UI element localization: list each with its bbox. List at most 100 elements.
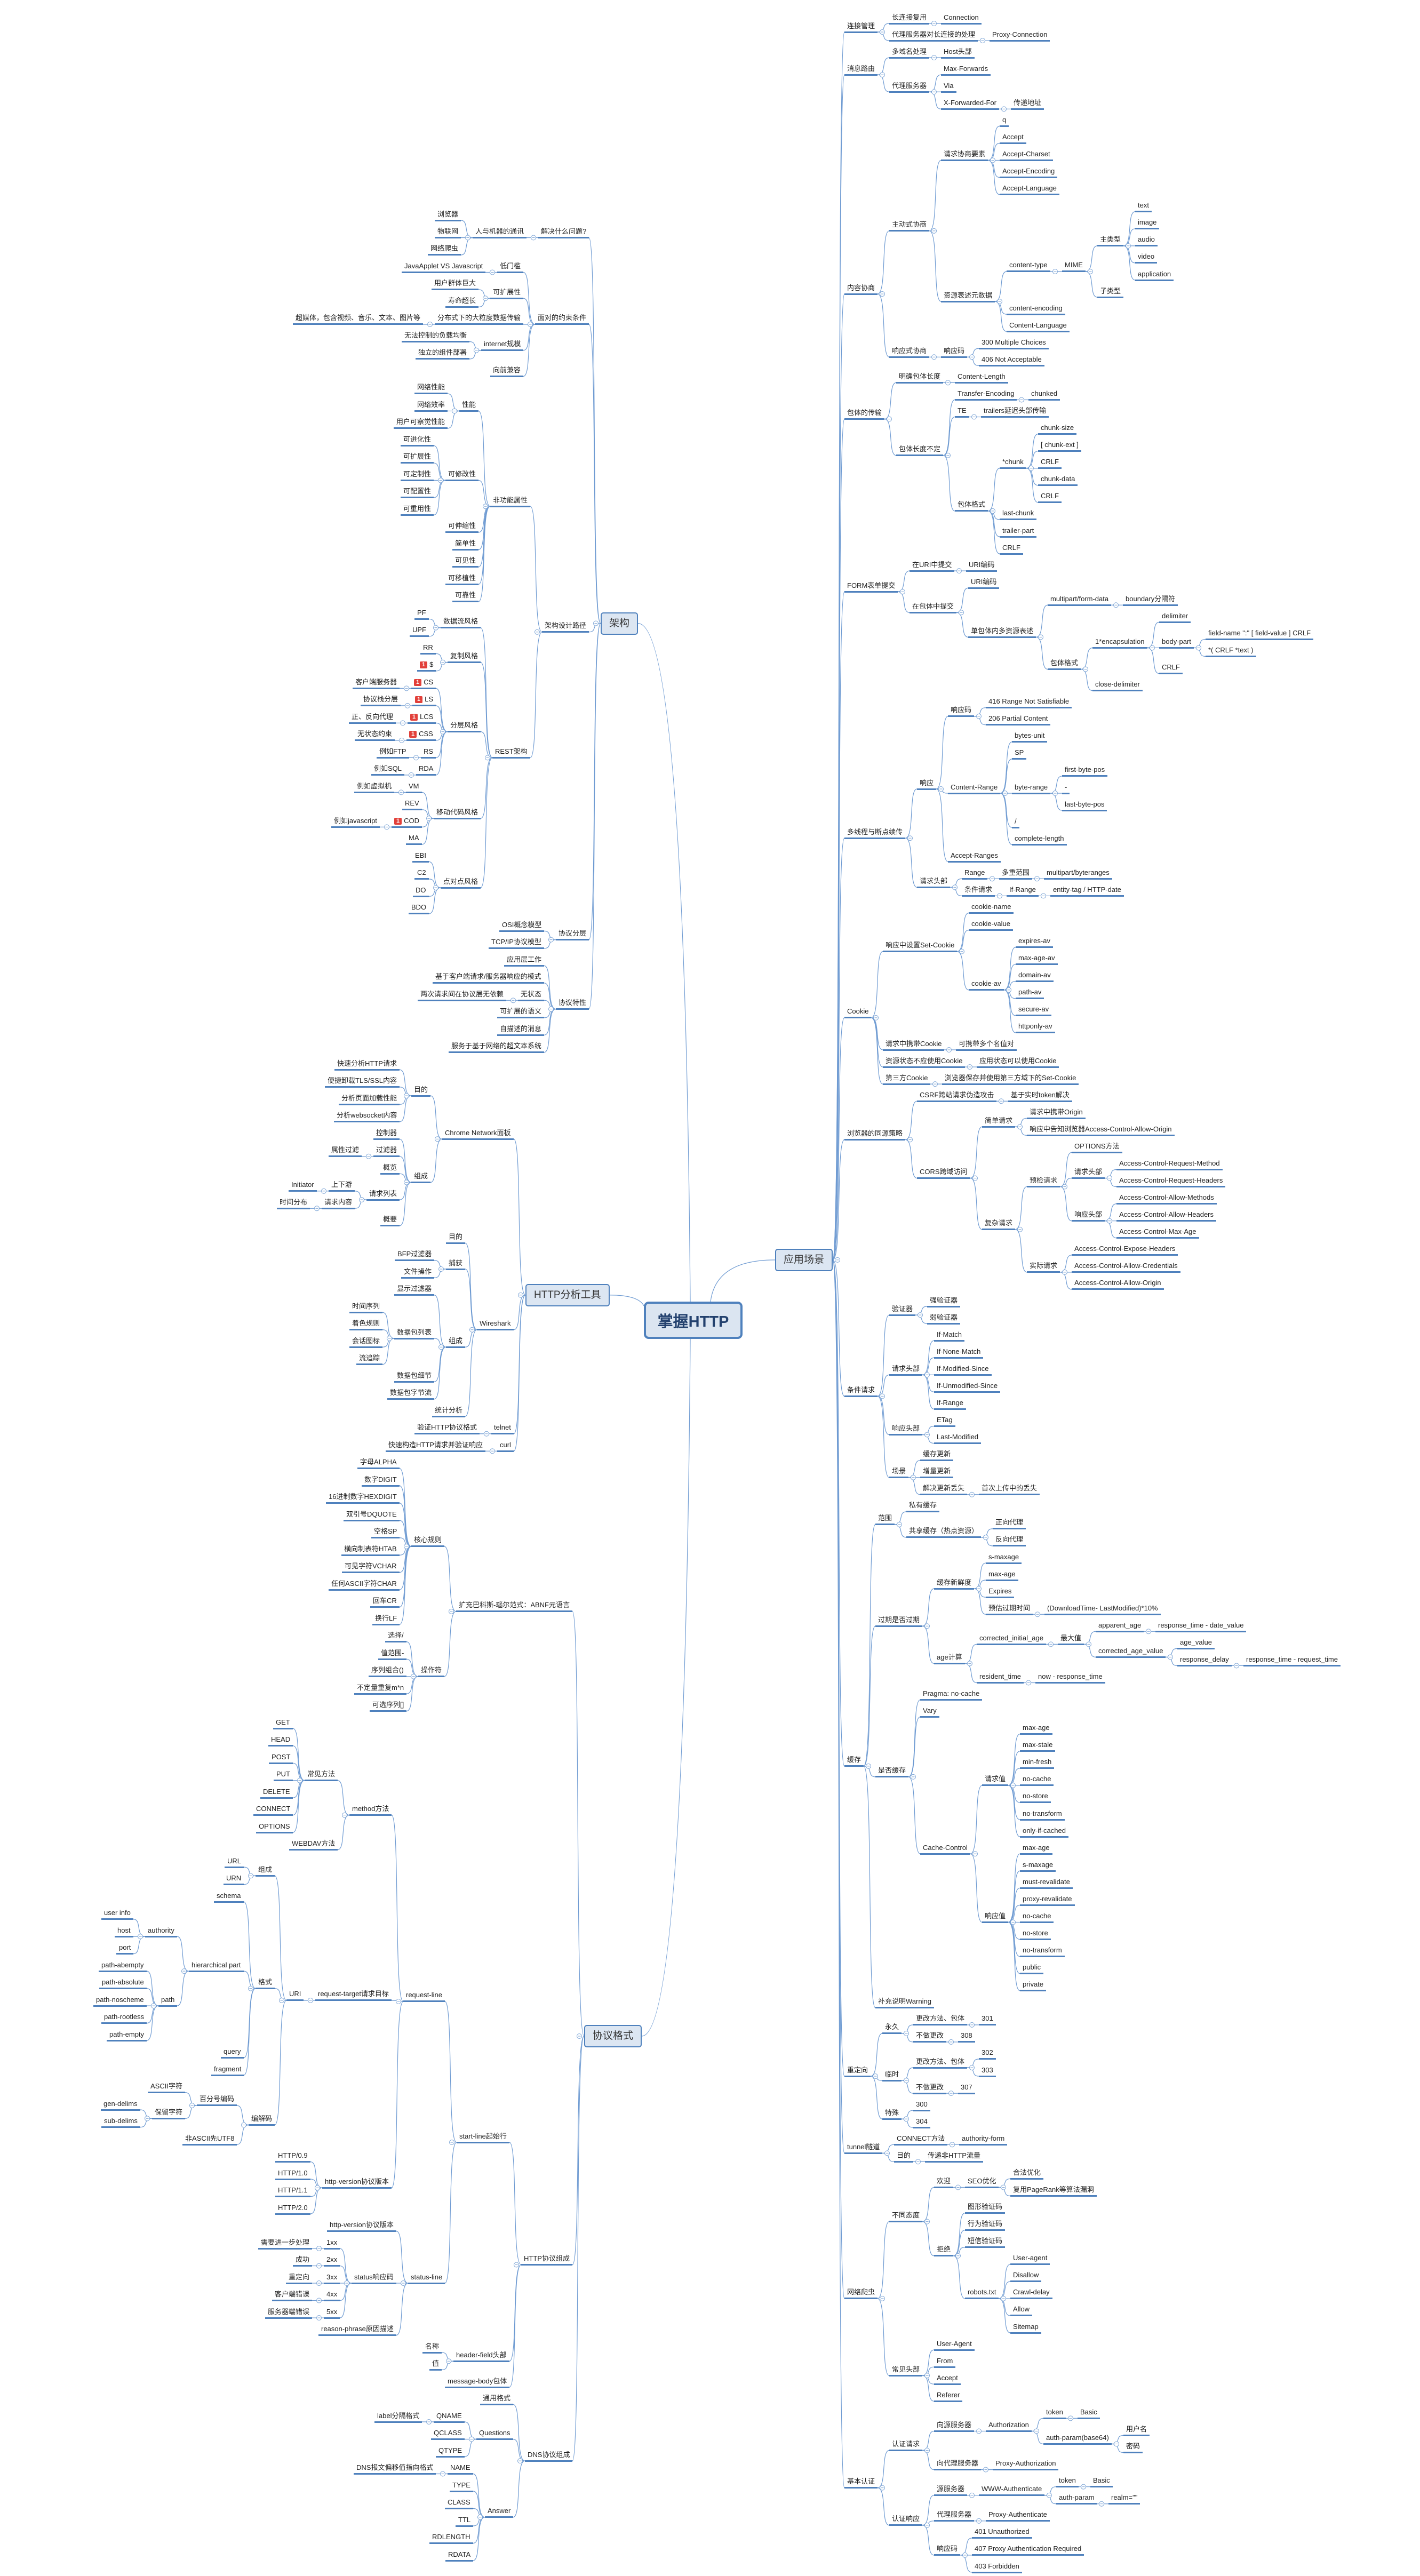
leaf-topic[interactable]: 基于客户端请求/服务器响应的模式 [433,972,544,984]
leaf-topic[interactable]: 用户名 [1123,2425,1150,2436]
collapse-toggle-icon[interactable] [1001,106,1007,112]
subtopic-node[interactable]: 上下游 [329,1181,355,1192]
subtopic-node[interactable]: response_delay [1177,1655,1232,1666]
subtopic-node[interactable]: 长连接复用 [889,13,930,25]
collapse-toggle-icon[interactable] [976,1586,982,1592]
leaf-topic[interactable]: HTTP/0.9 [275,2151,310,2163]
leaf-topic[interactable]: 两次请求间在协议层无依赖 [418,990,507,1001]
collapse-toggle-icon[interactable] [314,1206,320,1211]
collapse-toggle-icon[interactable] [1099,2501,1104,2507]
central-topic[interactable]: 掌握HTTP [644,1302,743,1339]
collapse-toggle-icon[interactable] [387,1336,392,1342]
leaf-topic[interactable]: REV [402,799,422,811]
leaf-topic[interactable]: 字母ALPHA [357,1458,400,1470]
leaf-topic[interactable]: 首次上传中的丢失 [979,1484,1040,1496]
leaf-topic[interactable]: 可见字符VCHAR [342,1562,400,1574]
collapse-toggle-icon[interactable] [248,1985,253,1991]
subtopic-node[interactable]: apparent_age [1096,1621,1144,1632]
subtopic-node[interactable]: 响应码 [941,347,968,358]
subtopic-node[interactable]: 共享缓存（热点资源） [906,1527,982,1538]
collapse-toggle-icon[interactable] [449,2140,454,2146]
leaf-topic[interactable]: chunked [1028,389,1060,401]
leaf-topic[interactable]: 406 Not Acceptable [979,355,1044,366]
subtopic-node[interactable]: 临时 [882,2070,902,2081]
leaf-topic[interactable]: 快速分析HTTP请求 [334,1059,400,1071]
subtopic-node[interactable]: Questions [476,2429,513,2441]
leaf-topic[interactable]: From [934,2357,956,2368]
subtopic-node[interactable]: token [1043,2408,1066,2419]
leaf-topic[interactable]: path-rootless [101,2013,147,2024]
subtopic-node[interactable]: 特殊 [882,2109,902,2120]
collapse-toggle-icon[interactable] [887,416,892,422]
collapse-toggle-icon[interactable] [962,2552,968,2558]
leaf-topic[interactable]: 可扩展的语义 [497,1007,545,1019]
collapse-toggle-icon[interactable] [342,1812,347,1818]
leaf-topic[interactable]: 请求中携带Origin [1027,1108,1086,1119]
leaf-topic[interactable]: 换行LF [372,1614,400,1625]
leaf-topic[interactable]: 简单性 [452,539,479,551]
collapse-toggle-icon[interactable] [969,2022,975,2028]
collapse-toggle-icon[interactable] [469,1327,475,1333]
collapse-toggle-icon[interactable] [969,2065,975,2071]
leaf-topic[interactable]: / [1012,817,1019,828]
subtopic-node[interactable]: WWW-Authenticate [979,2485,1045,2497]
leaf-topic[interactable]: no-transform [1020,1946,1065,1958]
collapse-toggle-icon[interactable] [465,235,470,241]
subtopic-node[interactable]: 缓存新鲜度 [934,1578,975,1590]
collapse-toggle-icon[interactable] [404,1179,409,1185]
leaf-topic[interactable]: 例如javascript [331,817,380,828]
leaf-topic[interactable]: 正、反向代理 [349,713,396,724]
leaf-topic[interactable]: complete-length [1012,834,1067,846]
collapse-toggle-icon[interactable] [404,685,409,691]
leaf-topic[interactable]: Pragma: no-cache [920,1689,983,1701]
collapse-toggle-icon[interactable] [967,1064,972,1070]
leaf-topic[interactable]: Proxy-Authenticate [986,2510,1050,2522]
subtopic-node[interactable]: 缓存 [844,1756,864,1767]
subtopic-node[interactable]: 可扩展性 [490,288,524,299]
leaf-topic[interactable]: 文件操作 [401,1267,435,1279]
collapse-toggle-icon[interactable] [969,354,975,360]
leaf-topic[interactable]: 快速构造HTTP请求并验证响应 [386,1441,485,1452]
collapse-toggle-icon[interactable] [880,72,885,78]
leaf-topic[interactable]: C2 [414,868,429,880]
leaf-topic[interactable]: URN [224,1874,244,1886]
collapse-toggle-icon[interactable] [945,452,951,458]
collapse-toggle-icon[interactable] [976,713,982,719]
leaf-topic[interactable]: Access-Control-Expose-Headers [1072,1245,1178,1256]
leaf-topic[interactable]: 显示过滤器 [394,1285,435,1296]
leaf-topic[interactable]: 浏览器 [435,210,461,221]
collapse-toggle-icon[interactable] [983,1534,988,1540]
leaf-topic[interactable]: 目的 [446,1233,466,1244]
subtopic-node[interactable]: 请求列表 [366,1190,400,1201]
leaf-topic[interactable]: 服务器端错误 [265,2308,313,2319]
collapse-toggle-icon[interactable] [900,589,905,595]
subtopic-node[interactable]: 资源表述元数据 [941,291,995,302]
collapse-toggle-icon[interactable] [1068,2415,1073,2421]
leaf-topic[interactable]: 例如SQL [371,764,405,776]
main-topic[interactable]: HTTP分析工具 [525,1283,610,1306]
collapse-toggle-icon[interactable] [924,1432,930,1438]
collapse-toggle-icon[interactable] [1081,2484,1086,2490]
leaf-topic[interactable]: 数字DIGIT [362,1476,400,1487]
leaf-topic[interactable]: expires-av [1016,937,1053,948]
leaf-topic[interactable]: path-empty [107,2030,147,2041]
leaf-topic[interactable]: Accept-Charset [1000,150,1053,162]
collapse-toggle-icon[interactable] [1026,1680,1031,1686]
subtopic-node[interactable]: tunnel隧道 [844,2143,883,2154]
subtopic-node[interactable]: age计算 [934,1653,965,1664]
collapse-toggle-icon[interactable] [1196,645,1201,651]
leaf-topic[interactable]: private [1020,1980,1047,1992]
leaf-topic[interactable]: trailers延迟头部传输 [981,406,1049,418]
collapse-toggle-icon[interactable] [315,2185,320,2191]
collapse-toggle-icon[interactable] [1041,893,1046,899]
subtopic-node[interactable]: 组成 [446,1337,466,1348]
subtopic-node[interactable]: path [158,1996,178,2007]
leaf-topic[interactable]: CRLF [1038,492,1062,504]
subtopic-node[interactable]: 过滤器 [373,1146,400,1158]
leaf-topic[interactable]: 不定量重复m*n [354,1684,407,1695]
subtopic-node[interactable]: 请求协商要素 [941,150,988,162]
collapse-toggle-icon[interactable] [918,1312,923,1318]
leaf-topic[interactable]: 无状态约束 [355,730,395,741]
collapse-toggle-icon[interactable] [404,1093,409,1099]
leaf-topic[interactable]: application [1135,270,1174,281]
